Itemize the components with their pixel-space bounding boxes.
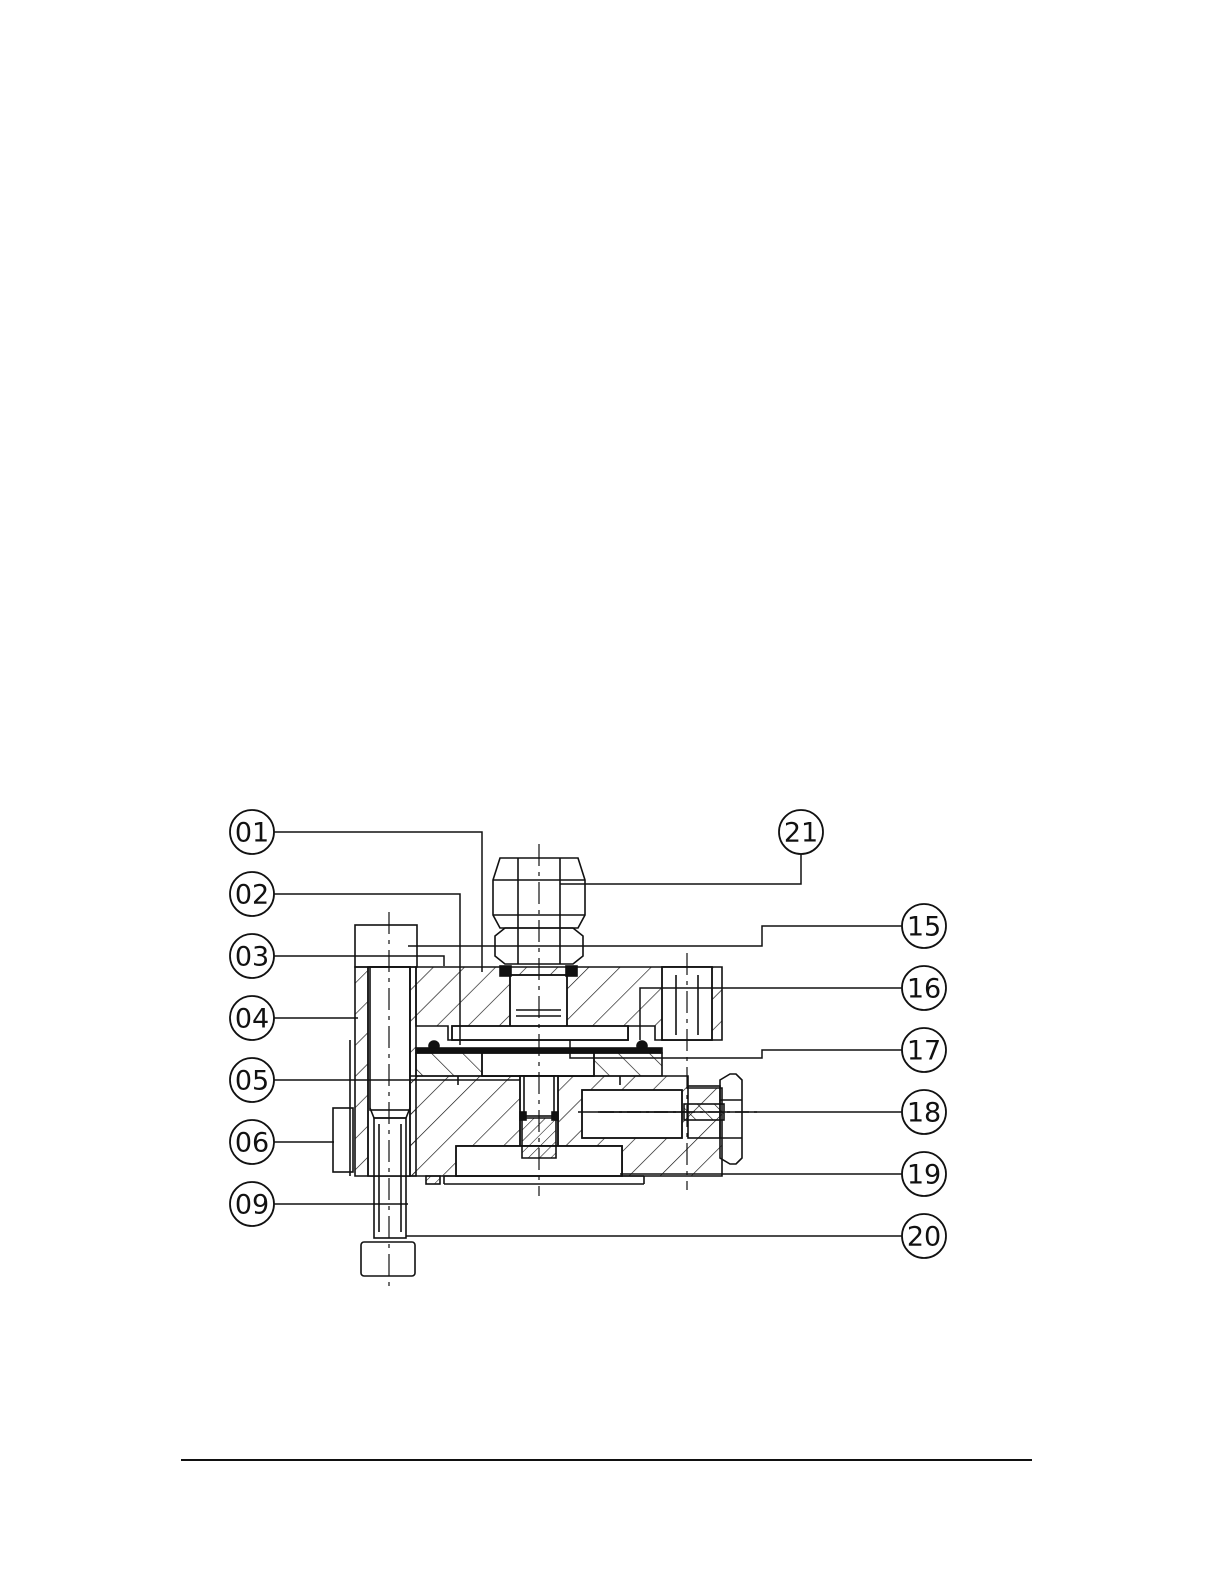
- upper-block: [416, 966, 722, 1051]
- balloon-05-label: 05: [235, 1066, 269, 1097]
- balloon-17: 17: [902, 1028, 946, 1072]
- valve-assembly: [333, 844, 760, 1290]
- balloon-05: 05: [230, 1058, 274, 1102]
- balloon-03-label: 03: [235, 942, 269, 973]
- balloon-21-label: 21: [784, 818, 818, 849]
- balloon-21: 21: [779, 810, 823, 854]
- balloon-16-label: 16: [907, 974, 941, 1005]
- leader-01: [274, 832, 482, 972]
- balloon-01: 01: [230, 810, 274, 854]
- balloon-17-label: 17: [907, 1036, 941, 1067]
- balloon-01-label: 01: [235, 818, 269, 849]
- balloon-18: 18: [902, 1090, 946, 1134]
- balloon-19-label: 19: [907, 1160, 941, 1191]
- balloon-04-label: 04: [235, 1004, 269, 1035]
- balloon-03: 03: [230, 934, 274, 978]
- balloon-02: 02: [230, 872, 274, 916]
- balloon-20-label: 20: [907, 1222, 941, 1253]
- balloon-09-label: 09: [235, 1190, 269, 1221]
- balloon-04: 04: [230, 996, 274, 1040]
- balloon-09: 09: [230, 1182, 274, 1226]
- lower-block: [406, 1076, 722, 1184]
- balloon-18-label: 18: [907, 1098, 941, 1129]
- balloon-20: 20: [902, 1214, 946, 1258]
- balloon-06: 06: [230, 1120, 274, 1164]
- balloon-15-label: 15: [907, 912, 941, 943]
- balloon-15: 15: [902, 904, 946, 948]
- leader-21: [560, 854, 801, 884]
- balloon-06-label: 06: [235, 1128, 269, 1159]
- balloon-16: 16: [902, 966, 946, 1010]
- footer-rule: [181, 1459, 1032, 1461]
- balloon-19: 19: [902, 1152, 946, 1196]
- leader-03: [274, 956, 444, 966]
- balloon-02-label: 02: [235, 880, 269, 911]
